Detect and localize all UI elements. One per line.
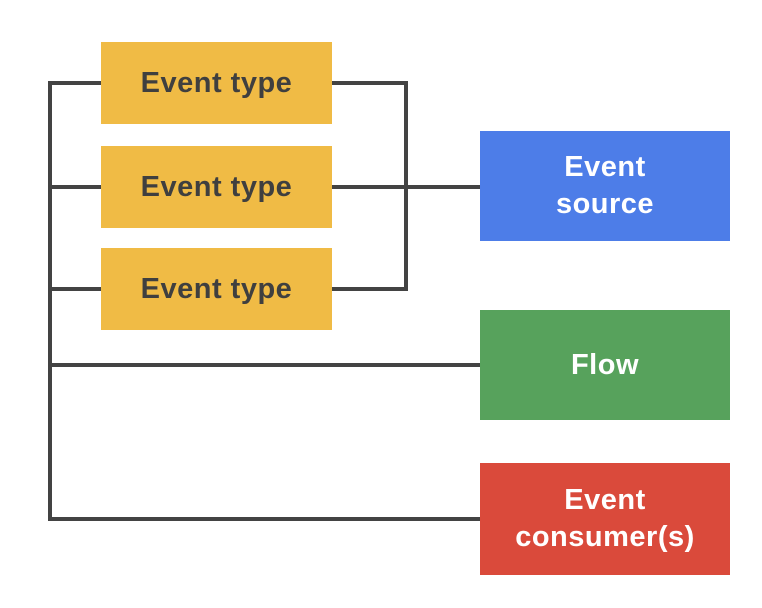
node-event-type-3: Event type	[101, 248, 332, 330]
edge-left-bus-to-event-consumers	[48, 517, 480, 521]
node-event-type-2: Event type	[101, 146, 332, 228]
edge-event-type-3-to-right-bus	[332, 287, 408, 291]
node-event-type-1: Event type	[101, 42, 332, 124]
edge-left-bus-to-event-type-2	[48, 185, 101, 189]
edge-event-type-1-to-right-bus	[332, 81, 408, 85]
edge-left-bus-to-flow	[48, 363, 480, 367]
node-event-consumers: Event consumer(s)	[480, 463, 730, 575]
edge-left-bus-to-event-type-1	[48, 81, 101, 85]
node-event-source: Event source	[480, 131, 730, 241]
node-flow: Flow	[480, 310, 730, 420]
edge-left-bus-to-event-type-3	[48, 287, 101, 291]
left-bus-vertical-line	[48, 81, 52, 521]
edge-event-type-2-to-event-source	[332, 185, 480, 189]
